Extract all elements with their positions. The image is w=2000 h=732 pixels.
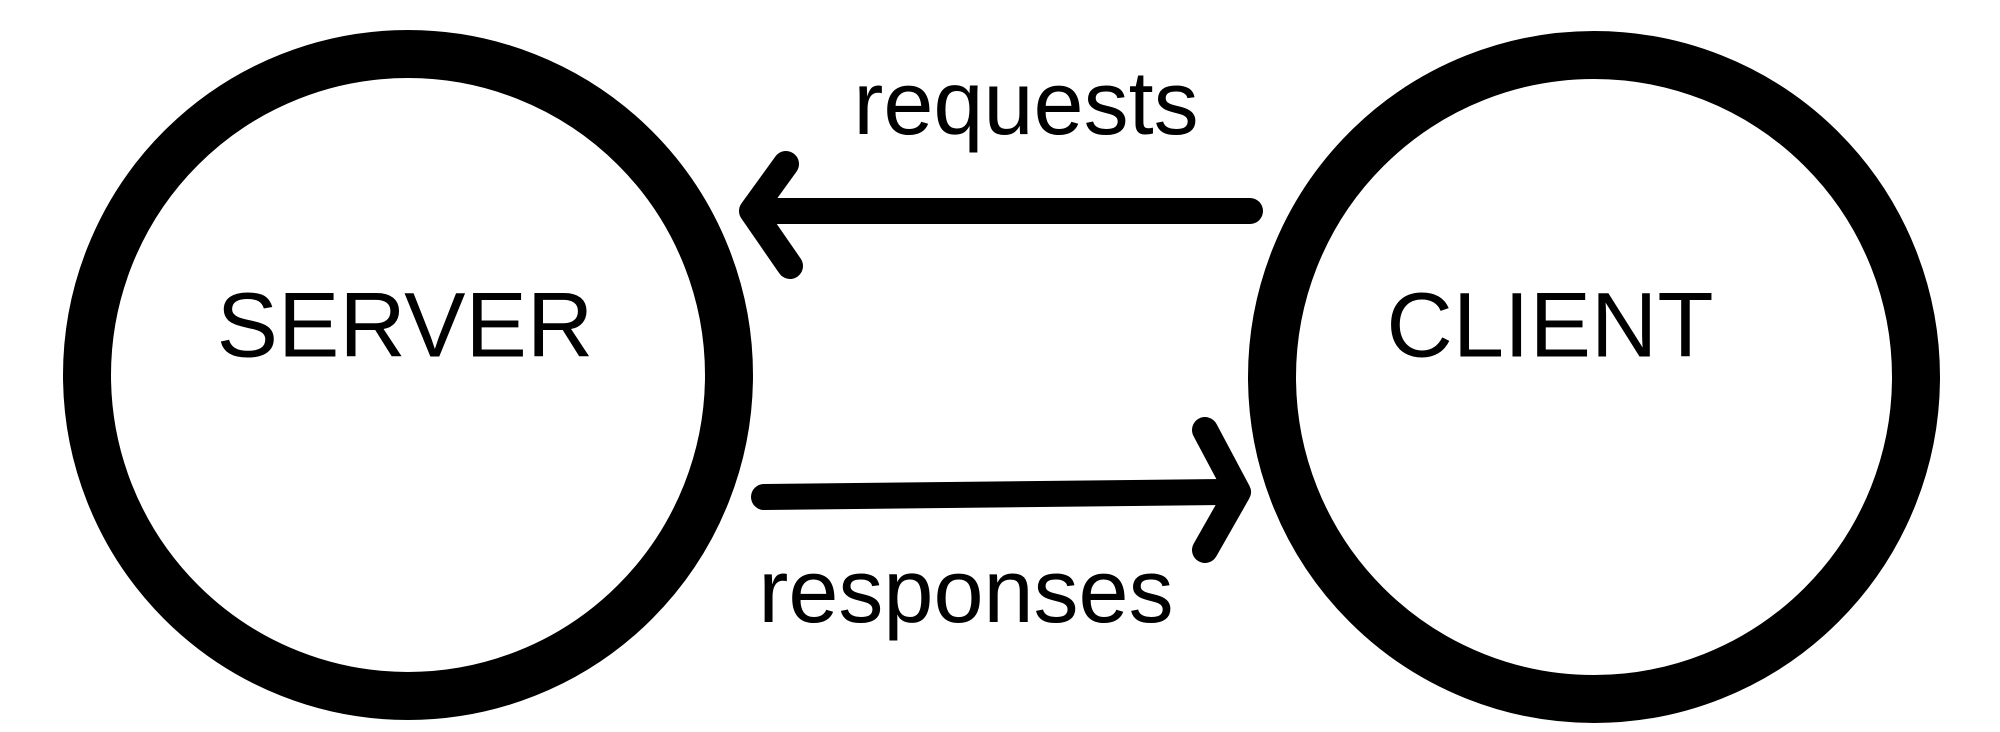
server-node: SERVER (63, 30, 753, 720)
responses-label: responses (758, 542, 1173, 642)
requests-label: requests (853, 54, 1198, 154)
requests-arrowhead (739, 151, 803, 279)
client-circle (1248, 31, 1940, 723)
client-label: CLIENT (1386, 274, 1713, 376)
responses-arrow: responses (751, 417, 1251, 642)
responses-arrow-shaft (751, 479, 1235, 510)
client-node: CLIENT (1248, 31, 1940, 723)
responses-arrowhead (1192, 417, 1251, 563)
requests-arrow: requests (739, 54, 1263, 279)
server-label: SERVER (217, 274, 594, 376)
server-circle (63, 30, 753, 720)
